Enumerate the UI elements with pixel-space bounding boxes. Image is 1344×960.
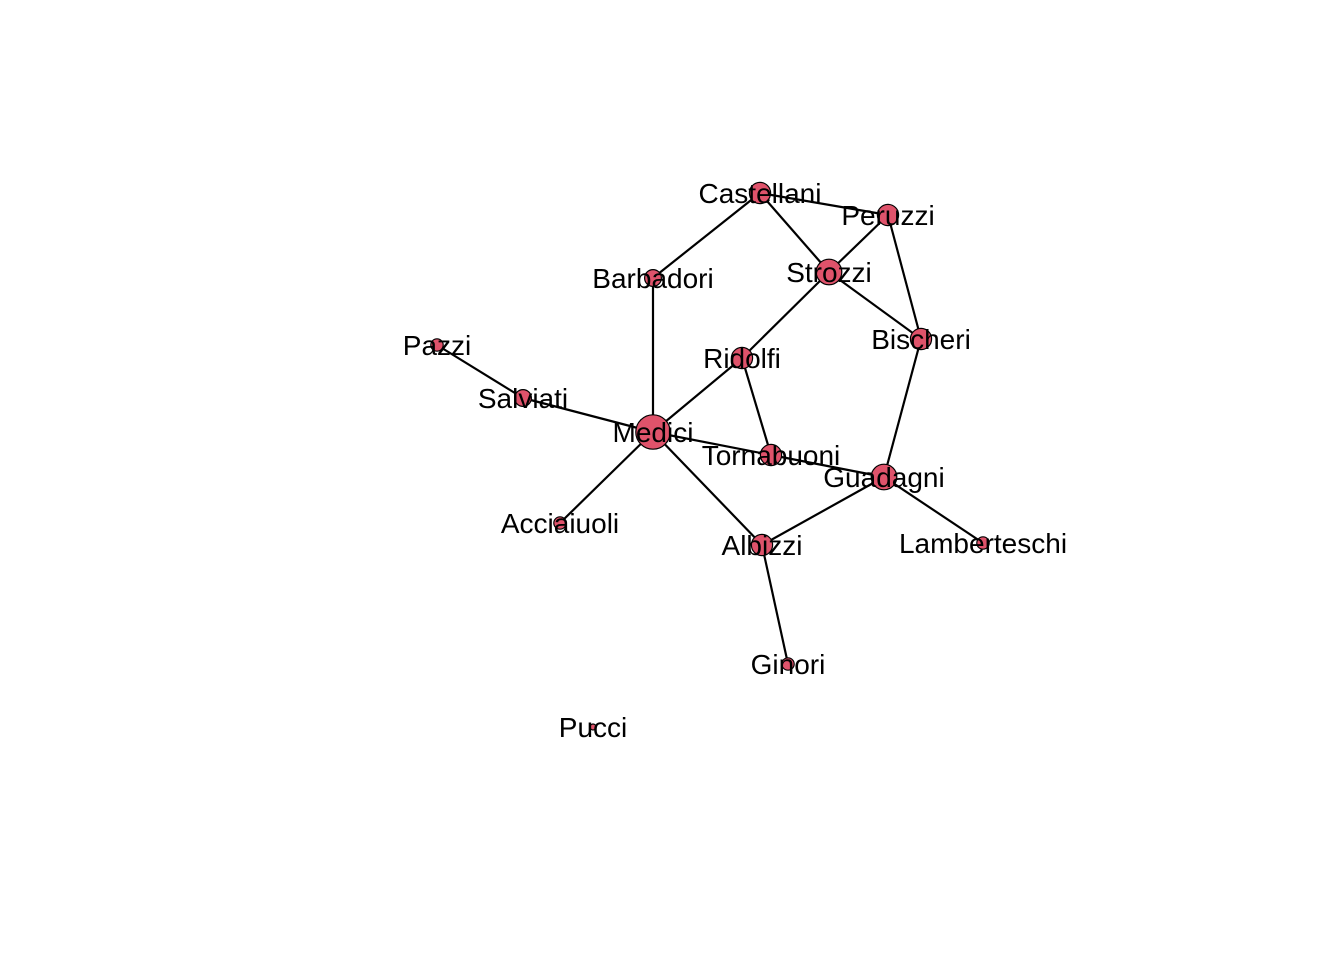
node-barbadori <box>643 269 662 288</box>
node-label-medici: Medici <box>613 417 694 448</box>
edge-bischeri-peruzzi <box>886 214 923 340</box>
edge-castellani-peruzzi <box>759 191 889 217</box>
node-label-castellani: Castellani <box>699 178 822 209</box>
node-label-ridolfi: Ridolfi <box>703 343 781 374</box>
edge-guadagni-tornabuoni <box>770 453 885 479</box>
edge-peruzzi-strozzi <box>828 214 889 273</box>
edge-ridolfi-tornabuoni <box>740 357 773 456</box>
node-ginori <box>781 657 795 671</box>
edge-acciaiuoli-medici <box>559 431 654 524</box>
edge-medici-tornabuoni <box>652 430 772 457</box>
node-pazzi <box>430 338 444 352</box>
edge-layer <box>436 191 984 665</box>
edge-albizzi-guadagni <box>761 476 885 546</box>
node-label-barbadori: Barbadori <box>592 263 713 294</box>
node-salviati <box>513 389 532 408</box>
node-label-pucci: Pucci <box>559 712 627 743</box>
edge-bischeri-strozzi <box>828 271 922 340</box>
edge-albizzi-medici <box>652 431 763 546</box>
node-label-pazzi: Pazzi <box>403 330 471 361</box>
node-tornabuoni <box>759 443 783 467</box>
node-acciaiuoli <box>553 516 567 530</box>
node-label-strozzi: Strozzi <box>786 257 872 288</box>
node-ridolfi <box>730 346 754 370</box>
node-albizzi <box>750 533 774 557</box>
edge-pazzi-salviati <box>436 344 524 399</box>
edge-medici-salviati <box>522 396 654 434</box>
node-label-peruzzi: Peruzzi <box>841 200 934 231</box>
node-strozzi <box>815 258 843 286</box>
edge-medici-ridolfi <box>652 357 743 433</box>
edge-ridolfi-strozzi <box>741 271 830 359</box>
node-bischeri <box>909 327 933 351</box>
node-guadagni <box>870 463 898 491</box>
node-pucci <box>589 723 597 731</box>
node-label-lamberteschi: Lamberteschi <box>899 528 1067 559</box>
edge-bischeri-guadagni <box>882 338 923 478</box>
node-label-tornabuoni: Tornabuoni <box>702 440 841 471</box>
node-peruzzi <box>876 203 900 227</box>
edge-albizzi-ginori <box>760 544 790 665</box>
node-label-guadagni: Guadagni <box>823 462 944 493</box>
node-label-salviati: Salviati <box>478 383 568 414</box>
node-label-bischeri: Bischeri <box>871 324 971 355</box>
edge-guadagni-lamberteschi <box>883 476 984 544</box>
node-layer <box>430 181 990 731</box>
node-label-ginori: Ginori <box>751 649 826 680</box>
node-medici <box>635 414 671 450</box>
node-label-acciaiuoli: Acciaiuoli <box>501 508 619 539</box>
node-castellani <box>748 181 772 205</box>
edge-barbadori-castellani <box>652 192 761 279</box>
node-label-albizzi: Albizzi <box>722 530 803 561</box>
edge-castellani-strozzi <box>759 192 830 273</box>
node-lamberteschi <box>976 536 990 550</box>
